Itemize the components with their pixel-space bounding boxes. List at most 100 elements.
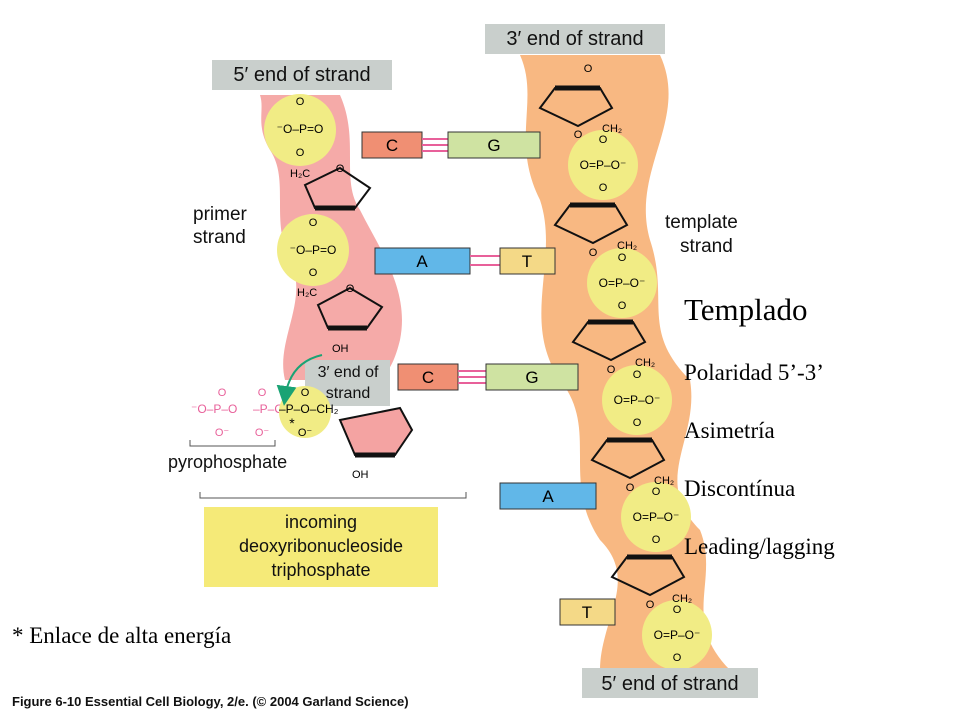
template-sugar-5: O CH₂ bbox=[610, 554, 692, 611]
five-prime-bottom-label-box bbox=[582, 668, 758, 698]
notes-item-discontinua: Discontínua bbox=[684, 476, 795, 501]
svg-text:O: O bbox=[607, 364, 616, 376]
template-phosphate-3: O O=P–O⁻ O bbox=[602, 365, 672, 435]
svg-text:O: O bbox=[258, 387, 267, 399]
notes-item-polaridad: Polaridad 5’-3’ bbox=[684, 360, 824, 385]
svg-text:O: O bbox=[646, 599, 655, 611]
primer-phosphate-1: O ⁻O–P=O O bbox=[264, 94, 336, 166]
primer-sugar-2: H₂C O OH bbox=[297, 283, 384, 355]
svg-text:O: O bbox=[633, 417, 642, 429]
unpaired-base-a: A bbox=[499, 482, 597, 510]
svg-text:O: O bbox=[309, 267, 318, 279]
template-sugar-4: O CH₂ bbox=[590, 437, 674, 494]
svg-text:H₂C: H₂C bbox=[297, 287, 317, 299]
svg-text:T: T bbox=[522, 252, 532, 271]
svg-text:CH₂: CH₂ bbox=[672, 593, 692, 605]
primer-oh: OH bbox=[332, 343, 349, 355]
svg-text:O=P–O⁻: O=P–O⁻ bbox=[599, 276, 646, 290]
svg-text:O: O bbox=[652, 534, 661, 546]
three-prime-top-label: 3′ end of strand bbox=[506, 28, 643, 50]
svg-text:⁻O–P–O: ⁻O–P–O bbox=[191, 402, 237, 416]
incoming-label-line3: triphosphate bbox=[271, 560, 370, 580]
three-prime-top-label-box bbox=[485, 24, 665, 54]
base-pair-1: C G bbox=[361, 131, 541, 159]
template-sugar-3: O CH₂ bbox=[571, 319, 655, 376]
svg-text:O=P–O⁻: O=P–O⁻ bbox=[580, 158, 627, 172]
svg-text:A: A bbox=[542, 487, 554, 506]
pyrophosphate-group: O O ⁻O–P–O –P–O O⁻ O⁻ bbox=[191, 387, 284, 439]
svg-text:O: O bbox=[574, 129, 583, 141]
footnote-high-energy-bond: * Enlace de alta energía bbox=[12, 623, 231, 648]
incoming-oh: OH bbox=[352, 469, 369, 481]
incoming-label-box bbox=[204, 507, 438, 587]
primer-phosphate-2: O ⁻O–P=O O bbox=[277, 214, 349, 286]
base-pair-3: C G bbox=[397, 363, 579, 391]
svg-text:⁻O–P=O: ⁻O–P=O bbox=[277, 122, 324, 136]
incoming-label-line2: deoxyribonucleoside bbox=[239, 536, 403, 556]
incoming-sugar: OH bbox=[338, 406, 414, 481]
svg-text:CH₂: CH₂ bbox=[635, 357, 655, 369]
template-strand-label-line2: strand bbox=[680, 236, 733, 257]
five-prime-bottom-label: 5′ end of strand bbox=[601, 673, 738, 695]
template-phosphate-1: O O=P–O⁻ O bbox=[568, 130, 638, 200]
template-phosphate-2: O O=P–O⁻ O bbox=[587, 248, 657, 318]
unpaired-base-t: T bbox=[559, 598, 616, 626]
svg-text:O: O bbox=[218, 387, 227, 399]
svg-text:C: C bbox=[422, 368, 434, 387]
svg-text:O: O bbox=[618, 252, 627, 264]
svg-text:O: O bbox=[296, 96, 305, 108]
three-prime-primer-label-line1: 3′ end of bbox=[318, 364, 379, 381]
svg-text:CH₂: CH₂ bbox=[602, 123, 622, 135]
svg-text:A: A bbox=[416, 252, 428, 271]
svg-text:O: O bbox=[626, 482, 635, 494]
svg-text:O=P–O⁻: O=P–O⁻ bbox=[654, 628, 701, 642]
svg-text:O: O bbox=[584, 63, 593, 75]
svg-text:O=P–O⁻: O=P–O⁻ bbox=[614, 393, 661, 407]
notes-item-asimetria: Asimetría bbox=[684, 418, 775, 443]
svg-text:O: O bbox=[618, 300, 627, 312]
svg-text:CH₂: CH₂ bbox=[654, 475, 674, 487]
svg-text:O⁻: O⁻ bbox=[298, 427, 313, 439]
incoming-bracket bbox=[199, 492, 467, 499]
svg-text:O: O bbox=[599, 134, 608, 146]
svg-text:O: O bbox=[296, 147, 305, 159]
figure-caption: Figure 6-10 Essential Cell Biology, 2/e.… bbox=[12, 694, 409, 709]
template-phosphate-4: O O=P–O⁻ O bbox=[621, 482, 691, 552]
primer-strand-label-line2: strand bbox=[193, 227, 246, 248]
incoming-label-line1: incoming bbox=[285, 512, 357, 532]
svg-text:O: O bbox=[309, 217, 318, 229]
svg-text:⁻O–P=O: ⁻O–P=O bbox=[290, 243, 337, 257]
svg-text:O: O bbox=[346, 283, 355, 295]
svg-text:O: O bbox=[336, 163, 345, 175]
pyrophosphate-label: pyrophosphate bbox=[168, 452, 287, 472]
template-sugar-1: O CH₂ O bbox=[538, 63, 622, 141]
svg-text:–P–O: –P–O bbox=[253, 402, 284, 416]
template-phosphate-5: O O=P–O⁻ O bbox=[642, 600, 712, 670]
template-strand-label-line1: template bbox=[665, 212, 738, 233]
pyrophosphate-bracket bbox=[189, 440, 276, 447]
notes-item-leading-lagging: Leading/lagging bbox=[684, 534, 835, 559]
high-energy-star: * bbox=[289, 415, 295, 431]
svg-text:O⁻: O⁻ bbox=[255, 427, 270, 439]
svg-text:O: O bbox=[673, 604, 682, 616]
svg-text:T: T bbox=[582, 603, 592, 622]
svg-text:G: G bbox=[487, 136, 500, 155]
svg-text:O⁻: O⁻ bbox=[215, 427, 230, 439]
svg-text:O: O bbox=[652, 486, 661, 498]
svg-text:–P–O–CH₂: –P–O–CH₂ bbox=[279, 402, 339, 416]
svg-text:O: O bbox=[301, 387, 310, 399]
svg-text:H₂C: H₂C bbox=[290, 168, 310, 180]
primer-sugar-1: H₂C O bbox=[290, 163, 372, 211]
svg-text:G: G bbox=[525, 368, 538, 387]
template-sugar-2: O CH₂ bbox=[553, 202, 637, 259]
notes-title: Templado bbox=[684, 292, 808, 327]
svg-text:O: O bbox=[599, 182, 608, 194]
five-prime-top-label: 5′ end of strand bbox=[233, 64, 370, 86]
svg-text:O: O bbox=[673, 652, 682, 664]
svg-text:O: O bbox=[633, 369, 642, 381]
primer-strand-label-line1: primer bbox=[193, 204, 248, 225]
nucleophilic-attack-arrow bbox=[276, 354, 323, 406]
five-prime-top-label-box bbox=[212, 60, 392, 90]
three-prime-primer-label-line2: strand bbox=[326, 385, 370, 402]
